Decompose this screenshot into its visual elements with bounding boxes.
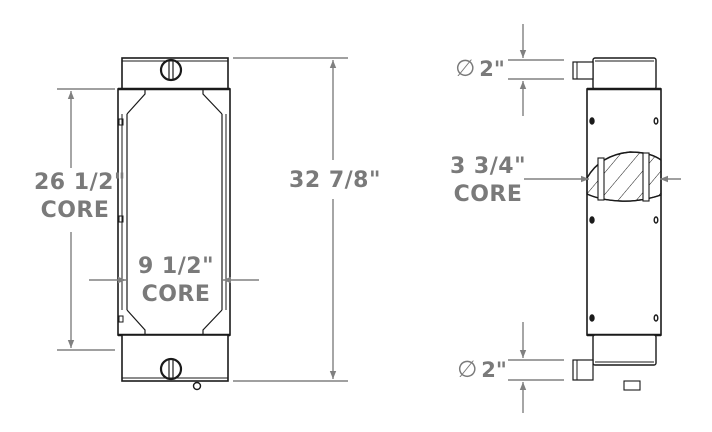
overall-height-value: 32 7/8" bbox=[289, 168, 381, 193]
side-bottom-tank bbox=[572, 334, 657, 391]
overall-height-label: 32 7/8" bbox=[284, 170, 386, 192]
inlet-diameter-value: 2" bbox=[479, 57, 505, 81]
bottom-tank bbox=[121, 334, 229, 391]
outlet-pipe bbox=[572, 359, 594, 381]
side-dimensions bbox=[508, 24, 681, 413]
mount-tab bbox=[118, 315, 124, 323]
outlet-diameter-value: 2" bbox=[481, 358, 507, 382]
core-width-label: 9 1/2" CORE bbox=[136, 256, 216, 306]
diameter-symbol-icon: ∅ bbox=[457, 357, 478, 383]
core-depth-note: CORE bbox=[453, 182, 523, 207]
core-height-value: 26 1/2" bbox=[34, 170, 126, 195]
top-filler-cap-icon bbox=[159, 58, 183, 82]
core-section-cutaway bbox=[586, 151, 662, 202]
inlet-diameter-label: ∅2" bbox=[450, 58, 510, 81]
front-dimensions bbox=[57, 57, 348, 382]
front-view bbox=[117, 57, 231, 391]
side-top-tank bbox=[572, 57, 657, 90]
core-width-value: 9 1/2" bbox=[137, 254, 215, 279]
core-height-note: CORE bbox=[40, 198, 110, 223]
mount-tab bbox=[118, 118, 124, 126]
core-height-label: 26 1/2" CORE bbox=[34, 170, 126, 223]
drain-fitting bbox=[623, 380, 641, 391]
side-view bbox=[572, 57, 662, 391]
core-depth-label: 3 3/4" CORE bbox=[448, 156, 528, 206]
bolt-holes bbox=[589, 117, 659, 322]
side-core-body bbox=[586, 88, 662, 336]
diameter-symbol-icon: ∅ bbox=[455, 56, 476, 82]
inlet-pipe bbox=[572, 61, 594, 80]
top-tank bbox=[121, 57, 229, 90]
core-width-note: CORE bbox=[141, 282, 211, 307]
core-frame bbox=[117, 87, 231, 337]
mount-tab bbox=[118, 215, 124, 223]
bottom-drain-cap-icon bbox=[159, 357, 183, 381]
drain-plug-icon bbox=[192, 381, 202, 391]
core-depth-value: 3 3/4" bbox=[449, 154, 527, 179]
outlet-diameter-label: ∅2" bbox=[452, 359, 512, 382]
